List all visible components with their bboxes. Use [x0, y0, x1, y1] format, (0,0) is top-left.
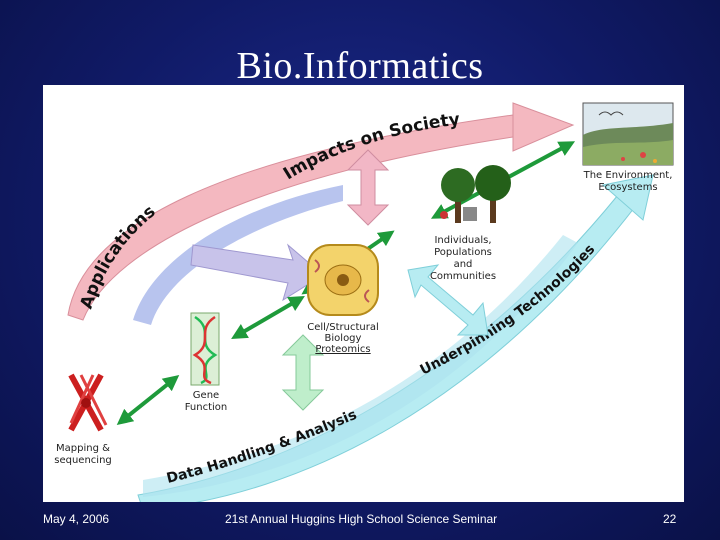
individuals-label-1: Individuals, [434, 235, 491, 246]
bioinformatics-diagram: Applications Impacts on Society Underpin… [43, 85, 684, 502]
gene-label-2: Function [185, 402, 228, 413]
environment-label-2: Ecosystems [598, 182, 657, 193]
footer-date: May 4, 2006 [43, 512, 110, 526]
inner-band [133, 185, 343, 325]
landscape-icon [582, 102, 674, 166]
footer-center: 21st Annual Huggins High School Science … [225, 512, 498, 526]
footer-page-number: 22 [663, 512, 677, 526]
dna-icon [190, 312, 220, 386]
mapping-label-1: Mapping & [56, 443, 110, 454]
mapping-label-2: sequencing [54, 455, 112, 466]
cell-label-1: Cell/Structural [307, 322, 379, 333]
cell-label-2: Biology [325, 333, 362, 344]
lavender-arrow [190, 243, 324, 302]
technologies-band-head [601, 174, 654, 221]
gene-label-1: Gene [193, 390, 219, 401]
individuals-label-2: Populations [434, 247, 492, 258]
individuals-label-3: and [454, 259, 473, 270]
pink-vertical-arrow [346, 149, 390, 226]
trees-icon [440, 165, 511, 223]
diagram-svg: Applications Impacts on Society Underpin… [54, 102, 674, 502]
individuals-label-4: Communities [430, 271, 496, 282]
mint-vertical-arrow [281, 334, 325, 411]
cell-label-3: Proteomics [315, 344, 370, 355]
slide-title: Bio.Informatics [236, 45, 484, 87]
cell-icon [307, 244, 379, 316]
environment-label-1: The Environment, [583, 170, 673, 181]
cyan-diagonal-arrow [407, 264, 489, 336]
applications-band-head [512, 102, 575, 152]
arrow-gene-mapping [116, 375, 180, 425]
chromosome-icon [68, 373, 108, 432]
arrow-cell-gene [231, 295, 305, 340]
